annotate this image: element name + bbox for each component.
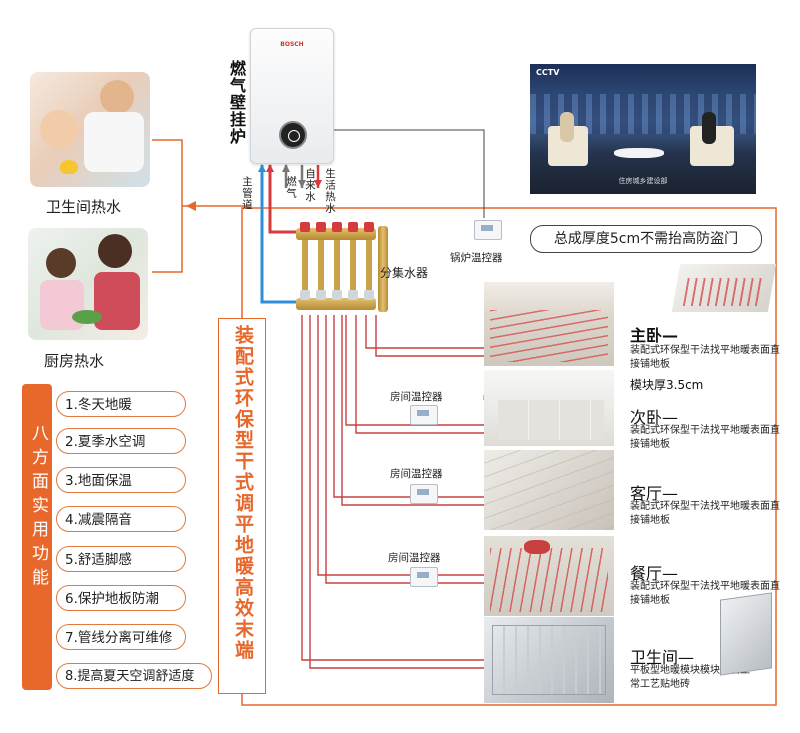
rubber-duck-icon: [60, 160, 78, 174]
feature-item: 3.地面保温: [56, 467, 186, 493]
features-panel: 八方面实用功能: [22, 384, 52, 690]
room-name-master: 主卧—: [630, 326, 679, 345]
room-photo-second: [484, 370, 614, 446]
room-desc-dining: 装配式环保型干法找平地暖表面直接铺地板: [630, 581, 780, 606]
loop-dining: [317, 315, 484, 576]
vegetables-icon: [72, 310, 102, 324]
boiler-label: 燃气壁挂炉: [227, 60, 246, 145]
bathroom-photo: [30, 72, 150, 187]
tv-caption: 住房城乡建设部: [618, 177, 668, 185]
boiler-display: [279, 121, 307, 149]
loop-bath: [301, 315, 484, 661]
heating-module-sample: [671, 264, 777, 312]
loop-second-b: [355, 315, 484, 434]
room-thermostat-label: 房间温控器: [390, 468, 443, 480]
features-title: 八方面实用功能: [28, 424, 48, 592]
room-thermostat-label: 房间温控器: [388, 552, 441, 564]
boiler-thermostat-label: 锅炉温控器: [450, 252, 503, 264]
domestic-hot-label: 生活热水: [324, 168, 336, 214]
room-name-living: 客厅—: [630, 484, 679, 503]
manifold-return: [296, 298, 376, 310]
boiler-thermostat-icon: [474, 220, 502, 240]
return-arrow: [258, 164, 266, 172]
feature-item: 6.保护地板防潮: [56, 585, 186, 611]
room-thermostat-label: 房间温控器: [390, 391, 443, 403]
main-supply-pipe: [268, 165, 300, 234]
main-pipe-label: 主管道: [241, 176, 253, 211]
room-thermostat-icon: [410, 567, 438, 587]
center-label-box: 装配式环保型干式调平地暖高效末端: [218, 318, 266, 694]
module-thickness-note: 模块厚3.5cm: [630, 378, 704, 392]
room-desc-master: 装配式环保型干法找平地暖表面直接铺地板: [630, 345, 780, 370]
tv-channel-logo: CCTV: [536, 68, 560, 77]
tap-water-arrow: [298, 180, 306, 188]
gas-arrow: [282, 164, 290, 172]
tv-screenshot: CCTV 住房城乡建设部: [530, 64, 756, 194]
room-thermostat-icon: [410, 484, 438, 504]
manifold-air-vent: [378, 226, 388, 312]
room-desc-second: 装配式环保型干法找平地暖表面直接铺地板: [630, 425, 780, 450]
loop-master-b: [375, 315, 484, 357]
loop-dining-b: [325, 315, 484, 584]
loop-master: [365, 315, 484, 349]
bathroom-bracket: [152, 139, 183, 273]
manifold-valves-return: [300, 290, 374, 300]
loop-living-b: [341, 315, 484, 506]
tap-water-label: 自来水: [304, 168, 316, 203]
tv-table: [614, 148, 664, 158]
room-photo-master: [484, 282, 614, 366]
room-desc-living: 装配式环保型干法找平地暖表面直接铺地板: [630, 501, 780, 526]
loop-bath-b: [309, 315, 484, 669]
room-thermostat-icon: [410, 405, 438, 425]
domestic-hot-arrow: [314, 180, 322, 188]
kitchen-photo: [28, 228, 148, 340]
room-name-second: 次卧—: [630, 408, 679, 427]
thickness-note: 总成厚度5cm不需抬高防盗门: [530, 225, 762, 253]
room-photo-living: [484, 450, 614, 530]
hot-water-arrow: [186, 201, 196, 211]
manifold-valves-supply: [300, 222, 374, 232]
kitchen-hot-water-label: 厨房热水: [44, 352, 105, 370]
room-name-bath: 卫生间—: [630, 648, 695, 667]
feature-item: 5.舒适脚感: [56, 546, 186, 572]
gas-boiler: BOSCH: [250, 28, 334, 164]
room-photo-bath: [484, 617, 614, 703]
gas-pipe-label: 燃气: [285, 176, 297, 199]
feature-item: 7.管线分离可维修: [56, 624, 186, 650]
feature-item: 4.减震隔音: [56, 506, 186, 532]
room-name-dining: 餐厅—: [630, 564, 679, 583]
bathroom-hot-water-label: 卫生间热水: [46, 198, 122, 216]
boiler-brand: BOSCH: [280, 41, 304, 48]
feature-item: 1.冬天地暖: [56, 391, 186, 417]
thermostat-wire: [329, 129, 485, 218]
room-photo-dining: [484, 536, 614, 616]
feature-item: 8.提高夏天空调舒适度: [56, 663, 212, 689]
manifold-label: 分集水器: [380, 266, 429, 280]
manifold-stems: [302, 240, 372, 290]
center-label: 装配式环保型干式调平地暖高效末端: [232, 325, 254, 661]
room-desc-bath: 平板型地暖模块模块表面正常工艺贴地砖: [630, 665, 750, 690]
heating-panel-sample: [720, 592, 772, 676]
loop-second: [345, 315, 484, 426]
supply-arrow: [266, 164, 274, 172]
main-return-pipe: [260, 165, 300, 304]
feature-item: 2.夏季水空调: [56, 428, 186, 454]
